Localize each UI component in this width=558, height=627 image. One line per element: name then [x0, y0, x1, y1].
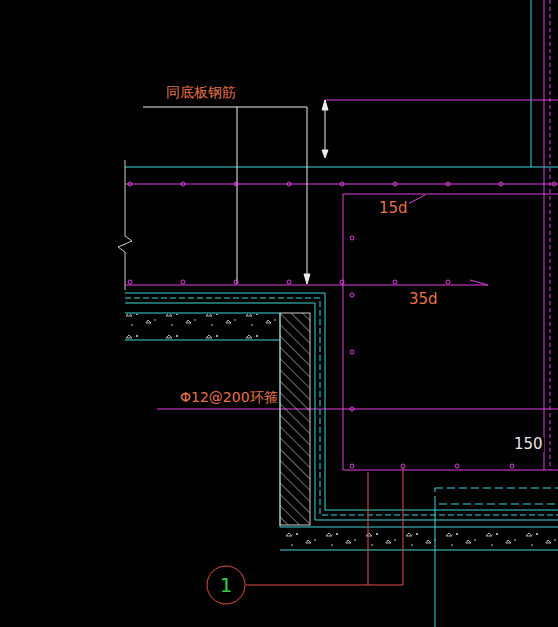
- rebar-dot: [401, 464, 405, 468]
- rebar-dot: [350, 407, 354, 411]
- rebar-dot: [287, 280, 291, 284]
- dimension: 35d: [408, 292, 439, 307]
- rebar-dot: [552, 182, 556, 186]
- rebar-dot: [181, 280, 185, 284]
- rebar-dot: [510, 464, 514, 468]
- rebar-dot: [128, 182, 132, 186]
- rebar-dot: [455, 464, 459, 468]
- rebar-dot: [393, 182, 397, 186]
- rebar-dot: [499, 182, 503, 186]
- rebar-dot: [393, 280, 397, 284]
- rebar-dot: [340, 182, 344, 186]
- rebar-dot: [350, 464, 354, 468]
- rebar-dot: [234, 280, 238, 284]
- rebar-note: 同底板钢筋: [165, 85, 237, 99]
- rebar-dot: [350, 293, 354, 297]
- dimension: 15d: [378, 201, 409, 216]
- rebar-note: Φ12@200环箍: [179, 390, 279, 404]
- rebar-dot: [234, 182, 238, 186]
- dimension: 150: [513, 437, 544, 452]
- rebar-dot: [350, 236, 354, 240]
- rebar-dot: [287, 182, 291, 186]
- rebar-dot: [181, 182, 185, 186]
- rebar-dot: [350, 350, 354, 354]
- rebar-dot: [446, 182, 450, 186]
- callout-circle: 1: [206, 565, 246, 605]
- rebar-dot: [446, 280, 450, 284]
- callout-number: 1: [206, 565, 246, 605]
- rebar-dot: [128, 280, 132, 284]
- rebar-dot: [340, 280, 344, 284]
